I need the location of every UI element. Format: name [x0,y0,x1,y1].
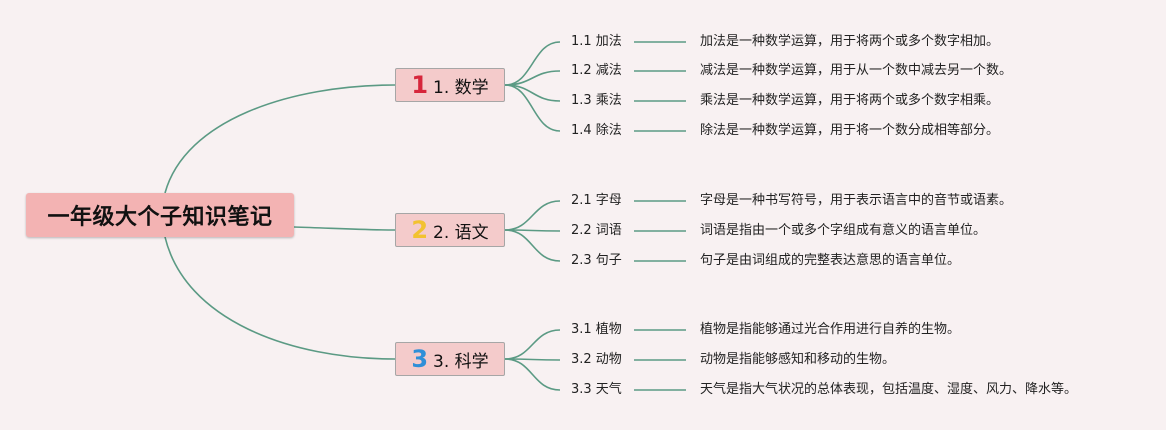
leaf-description[interactable]: 动物是指能够感知和移动的生物。 [700,352,896,367]
branch-node-science[interactable]: 3 3. 科学 [395,342,505,376]
branch-node-math[interactable]: 1 1. 数学 [395,68,505,102]
leaf-node[interactable]: 3.3 天气 [571,382,622,397]
leaf-node[interactable]: 3.2 动物 [571,352,622,367]
leaf-description[interactable]: 乘法是一种数学运算，用于将两个或多个数字相乘。 [700,93,1000,108]
leaf-node[interactable]: 1.1 加法 [571,34,622,49]
branch-2-leaf-0-connector [504,329,561,360]
branch-label: 3. 科学 [433,351,489,372]
leaf-description[interactable]: 词语是指由一个或多个字组成有意义的语言单位。 [700,223,987,238]
branch-label: 2. 语文 [433,222,489,243]
leaf-node[interactable]: 1.2 减法 [571,63,622,78]
leaf-description[interactable]: 句子是由词组成的完整表达意思的语言单位。 [700,253,961,268]
branch-2-leaf-2-connector [504,358,561,391]
root-to-math-connector [164,84,396,194]
leaf-node[interactable]: 2.1 字母 [571,193,622,208]
leaf-node[interactable]: 1.3 乘法 [571,93,622,108]
root-title: 一年级大个子知识笔记 [47,205,273,230]
leaf-description[interactable]: 植物是指能够通过光合作用进行自养的生物。 [700,322,961,337]
root-node[interactable]: 一年级大个子知识笔记 [26,193,294,237]
leaf-description[interactable]: 减法是一种数学运算，用于从一个数中减去另一个数。 [700,63,1013,78]
leaf-description[interactable]: 加法是一种数学运算，用于将两个或多个数字相加。 [700,34,1000,49]
number-3-icon: 3 [411,345,429,373]
branch-1-leaf-0-connector [504,200,561,231]
branch-0-leaf-3-connector [504,84,561,132]
number-1-icon: 1 [411,71,429,99]
leaf-node[interactable]: 2.2 词语 [571,223,622,238]
leaf-description[interactable]: 字母是一种书写符号，用于表示语言中的音节或语素。 [700,193,1013,208]
leaf-node[interactable]: 3.1 植物 [571,322,622,337]
root-to-chinese-connector [293,226,396,231]
leaf-node[interactable]: 1.4 除法 [571,123,622,138]
branch-1-leaf-2-connector [504,229,561,262]
number-2-icon: 2 [411,216,429,244]
leaf-description[interactable]: 天气是指大气状况的总体表现，包括温度、湿度、风力、降水等。 [700,382,1078,397]
root-to-science-connector [164,236,396,360]
leaf-node[interactable]: 2.3 句子 [571,253,622,268]
leaf-description[interactable]: 除法是一种数学运算，用于将一个数分成相等部分。 [700,123,1000,138]
branch-node-chinese[interactable]: 2 2. 语文 [395,213,505,247]
branch-label: 1. 数学 [433,77,489,98]
